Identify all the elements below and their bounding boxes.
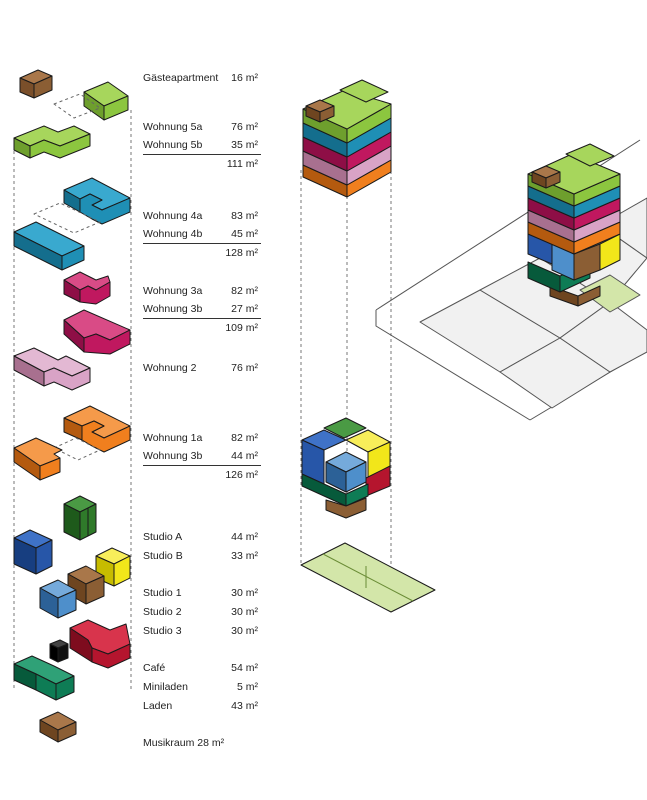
block-wohnung-4a <box>33 177 131 234</box>
total-wohnung-5: 111 m² <box>226 158 258 170</box>
label-studio-3: Studio 3 <box>143 625 182 637</box>
label-studio-2: Studio 2 <box>143 606 182 618</box>
label-wohnung-5a: Wohnung 5a <box>143 121 203 133</box>
label-wohnung-3b: Wohnung 3b <box>143 303 203 315</box>
middle-guide-lines <box>300 165 392 590</box>
area-studio-1: 30 m² <box>231 587 258 599</box>
block-wohnung-3a <box>63 271 111 305</box>
tower-in-context <box>375 139 647 421</box>
total-wohnung-4: 128 m² <box>225 247 258 259</box>
block-studio-a <box>13 529 53 575</box>
area-studio-2: 30 m² <box>231 606 258 618</box>
block-wohnung-3b <box>63 309 131 355</box>
block-musikraum <box>39 711 77 743</box>
sum-rule-4 <box>143 243 261 244</box>
label-miniladen: Miniladen <box>143 681 188 693</box>
label-wohnung-5b: Wohnung 5b <box>143 139 203 151</box>
block-wohnung-5a <box>53 81 129 121</box>
area-wohnung-2: 76 m² <box>231 362 258 374</box>
block-wohnung-5b <box>13 125 91 159</box>
area-wohnung-5b: 35 m² <box>231 139 258 151</box>
area-miniladen: 5 m² <box>237 681 258 693</box>
label-wohnung-1b: Wohnung 3b <box>143 450 203 462</box>
block-dark-green <box>63 495 97 541</box>
label-musikraum: Musikraum 28 m² <box>143 737 225 749</box>
block-studio-2 <box>39 579 77 619</box>
block-wohnung-4b <box>13 221 85 271</box>
area-wohnung-1b: 44 m² <box>231 450 258 462</box>
area-wohnung-3a: 82 m² <box>231 285 258 297</box>
label-laden: Laden <box>143 700 173 712</box>
label-wohnung-3a: Wohnung 3a <box>143 285 203 297</box>
label-wohnung-1a: Wohnung 1a <box>143 432 203 444</box>
area-wohnung-1a: 82 m² <box>231 432 258 444</box>
block-wohnung-1a <box>53 405 131 461</box>
sum-rule-5 <box>143 154 261 155</box>
label-wohnung-4a: Wohnung 4a <box>143 210 203 222</box>
site-plate <box>300 542 436 613</box>
area-wohnung-5a: 76 m² <box>231 121 258 133</box>
area-wohnung-4a: 83 m² <box>231 210 258 222</box>
sum-rule-1 <box>143 465 261 466</box>
area-wohnung-4b: 45 m² <box>231 228 258 240</box>
context-tower <box>527 143 621 307</box>
block-studio-3 <box>69 619 131 669</box>
sum-rule-3 <box>143 318 261 319</box>
label-wohnung-4b: Wohnung 4b <box>143 228 203 240</box>
area-cafe: 54 m² <box>231 662 258 674</box>
area-studio-b: 33 m² <box>231 550 258 562</box>
upper-stack <box>302 79 392 198</box>
area-gaesteapartment: 16 m² <box>231 72 258 84</box>
block-wohnung-2 <box>13 347 91 391</box>
block-laden <box>13 655 75 701</box>
label-studio-b: Studio B <box>143 550 183 562</box>
tower-exploded-view <box>300 79 436 613</box>
total-wohnung-1: 126 m² <box>225 469 258 481</box>
label-studio-1: Studio 1 <box>143 587 182 599</box>
block-wohnung-1b <box>13 437 63 481</box>
block-miniladen <box>49 639 69 663</box>
area-wohnung-3b: 27 m² <box>231 303 258 315</box>
area-laden: 43 m² <box>231 700 258 712</box>
label-studio-a: Studio A <box>143 531 183 543</box>
total-wohnung-3: 109 m² <box>225 322 258 334</box>
area-studio-3: 30 m² <box>231 625 258 637</box>
area-studio-a: 44 m² <box>231 531 258 543</box>
exploded-units-column <box>13 69 132 743</box>
label-wohnung-2: Wohnung 2 <box>143 362 197 374</box>
lower-stack <box>301 417 391 519</box>
green-plot <box>579 274 641 313</box>
block-gaesteapartment <box>19 69 53 99</box>
label-cafe: Café <box>143 662 166 674</box>
label-gaesteapartment: Gästeapartment <box>143 72 219 84</box>
